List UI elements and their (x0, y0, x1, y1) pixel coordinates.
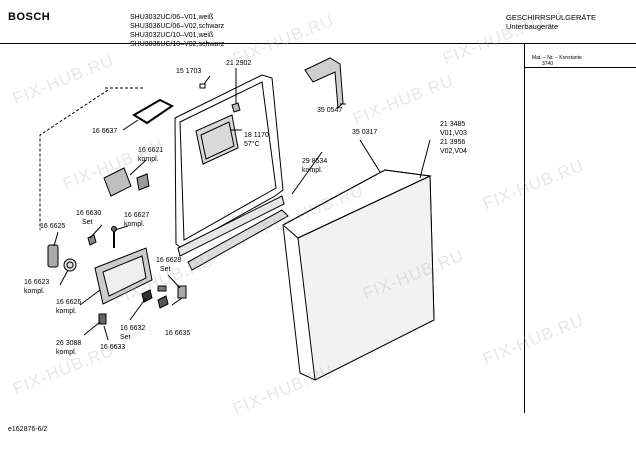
part-label: 29 8534 (302, 158, 328, 165)
spring-clip (157, 295, 169, 309)
door-seal-strip (177, 195, 285, 257)
handle-cap (136, 173, 150, 191)
leader-line (53, 231, 59, 247)
hinge-clip (157, 285, 167, 292)
mat-label: Mat. – Nr. – Konstante (532, 55, 582, 61)
part-label: 21 3956 (440, 139, 466, 146)
header-divider (0, 43, 636, 44)
leader-line (291, 151, 323, 195)
model-line: SHU3036UC/06–V02,schwarz (130, 23, 225, 30)
mat-box-divider (524, 67, 636, 68)
part-label: 16 6625 (40, 223, 66, 230)
brand-logo: BOSCH (8, 11, 51, 23)
part-label: 16 6626 (56, 299, 82, 306)
leader-line (79, 289, 101, 306)
model-list: SHU3032UC/06–V01,weiß SHU3036UC/06–V02,s… (130, 13, 224, 49)
part-label: Set (160, 266, 171, 273)
leader-line (114, 225, 129, 231)
assembly-guide-dashed (39, 89, 109, 230)
part-label: kompl. (56, 308, 77, 315)
model-line: SHU3032UC/10–V01,weiß (130, 32, 214, 39)
part-label: V02,V04 (440, 148, 467, 155)
part-label: 16 6630 (76, 210, 102, 217)
frame-bracket (231, 102, 241, 113)
leader-line (83, 321, 101, 336)
hinge-lever (47, 244, 59, 268)
handle-block (103, 167, 132, 197)
part-label: 16 6628 (156, 257, 182, 264)
small-clip (199, 83, 206, 89)
part-label: 16 6623 (24, 279, 50, 286)
part-label: Set (82, 219, 93, 226)
document-id: e162876-6/2 (8, 426, 48, 433)
model-line: SHU3036UC/10–V02,schwarz (130, 41, 225, 48)
part-label: 16 6627 (124, 212, 150, 219)
part-label: 16 6632 (120, 325, 146, 332)
hinge-spring-disc-inner (66, 261, 74, 269)
part-label: kompl. (302, 167, 323, 174)
leader-line (167, 274, 181, 289)
leader-line (203, 75, 211, 85)
part-label: V01,V03 (440, 130, 467, 137)
leader-line (122, 119, 139, 131)
part-label: kompl. (124, 221, 145, 228)
subcategory-title: Unterbaugeräte (506, 22, 559, 31)
hinge-spring-disc (63, 258, 77, 272)
leader-line (89, 224, 103, 239)
part-label: 16 6633 (100, 344, 126, 351)
leader-line (129, 159, 147, 176)
leader-line (419, 139, 431, 179)
category-block: GESCHIRRSPÜLGERÄTE Unterbaugeräte (506, 13, 596, 31)
dispenser-lid-inner (200, 121, 235, 160)
spring-clip (141, 289, 153, 303)
part-label: 26 3088 (56, 340, 82, 347)
part-label: kompl. (56, 349, 77, 356)
mat-number-note: Mat. – Nr. – Konstante 3740 (532, 55, 582, 67)
outer-door-panel-top (282, 169, 432, 239)
side-bracket (304, 57, 344, 110)
part-label: 15 1703 (176, 68, 202, 75)
part-label: 18 1170 (244, 132, 269, 139)
leader-line (129, 297, 147, 321)
hinge-housing-inner (102, 255, 147, 297)
lower-trim-strip (187, 209, 289, 271)
model-line: SHU3032UC/06–V01,weiß (130, 14, 214, 21)
leader-line (171, 297, 183, 306)
part-label: 35 0317 (352, 129, 378, 136)
part-label: 21 3485 (440, 121, 466, 128)
inner-door-frame-edge (179, 81, 277, 241)
part-label: kompl. (24, 288, 45, 295)
gasket-frame (132, 98, 174, 125)
part-label: 16 6635 (165, 330, 191, 337)
category-title: GESCHIRRSPÜLGERÄTE (506, 13, 597, 22)
part-label: 35 0547 (317, 107, 343, 114)
part-label: kompl. (138, 156, 159, 163)
small-plate (98, 313, 107, 325)
part-label: Set (120, 334, 131, 341)
screw-head (111, 226, 117, 232)
part-label: 16 6637 (92, 128, 118, 135)
right-column-divider (524, 43, 525, 413)
leader-line (359, 139, 381, 173)
dispenser-lid (195, 114, 239, 165)
leader-line (59, 269, 69, 286)
part-label: 16 6621 (138, 147, 164, 154)
part-label: 57°C (244, 141, 260, 148)
leader-line (103, 325, 109, 341)
mat-value: 3740 (542, 61, 554, 67)
inner-door-frame (174, 74, 284, 249)
part-label: 21 2902 (226, 60, 252, 67)
